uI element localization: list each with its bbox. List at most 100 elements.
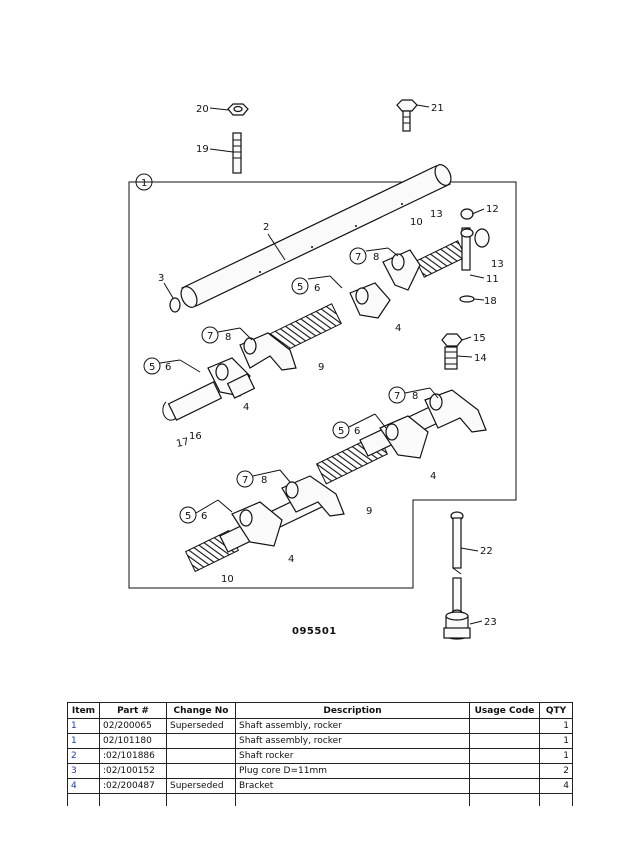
table-row: 2 :02/101886 Shaft rocker 1 (67, 748, 573, 764)
callout-23: 23 (484, 617, 497, 628)
usage-code-cell (469, 718, 540, 734)
usage-code-cell (469, 778, 540, 794)
table-header-row: Item Part # Change No Description Usage … (67, 702, 573, 719)
push-rod-part-22 (450, 511, 464, 617)
callout-8-upper-left: 8 (225, 332, 231, 343)
bolt-part-14 (441, 333, 463, 370)
table-row: 3 :02/100152 Plug core D=11mm 2 (67, 763, 573, 779)
usage-code-cell (469, 733, 540, 749)
callout-13-upper: 13 (430, 209, 443, 220)
callout-5-upper-left: 5 (149, 362, 155, 373)
change-no-cell (166, 748, 236, 764)
circlip-part-17 (162, 401, 177, 421)
callout-4-upper-left: 4 (243, 402, 249, 413)
callout-20: 20 (196, 104, 209, 115)
callout-7-lower-right: 7 (394, 391, 400, 402)
callout-8-upper-right: 8 (373, 252, 379, 263)
header-part-number: Part # (99, 702, 167, 719)
callout-9-lower: 9 (366, 506, 372, 517)
rocker-and-bracket-upper-left (207, 332, 297, 399)
qty-cell: 4 (539, 778, 573, 794)
item-link[interactable]: 4 (71, 781, 77, 791)
rocker-and-bracket-lower-right (379, 389, 487, 459)
header-change-no: Change No (166, 702, 236, 719)
change-no-cell (166, 763, 236, 779)
qty-cell: 1 (539, 733, 573, 749)
callout-7-upper-left: 7 (207, 331, 213, 342)
qty-cell: 2 (539, 763, 573, 779)
header-item: Item (67, 702, 100, 719)
spring-part-10-upper (415, 240, 467, 278)
description-cell: Bracket (235, 778, 470, 794)
rocker-shaft-part-2 (180, 164, 452, 308)
callout-6-upper-mid: 6 (314, 283, 320, 294)
rocker-and-bracket-lower-left (231, 475, 345, 547)
part-number-cell: :02/100152 (99, 763, 167, 779)
qty-cell: 1 (539, 718, 573, 734)
table-row: 4 :02/200487 Superseded Bracket 4 (67, 778, 573, 794)
change-no-cell: Superseded (166, 718, 236, 734)
callout-16: 16 (189, 431, 202, 442)
item-link[interactable]: 3 (71, 766, 77, 776)
exploded-parts-diagram: 20 19 21 1 2 3 7 8 10 13 12 13 11 18 5 6… (128, 99, 517, 640)
table-row: 1 02/101180 Shaft assembly, rocker 1 (67, 733, 573, 749)
callout-11: 11 (486, 274, 499, 285)
item-link[interactable]: 1 (71, 721, 77, 731)
figure-code: 095501 (292, 626, 337, 637)
callout-4-upper-mid: 4 (395, 323, 401, 334)
table-row: 1 02/200065 Superseded Shaft assembly, r… (67, 718, 573, 734)
nut-part-20 (227, 103, 249, 116)
change-no-cell (166, 733, 236, 749)
callout-9-upper: 9 (318, 362, 324, 373)
header-description: Description (235, 702, 470, 719)
callout-14: 14 (474, 353, 487, 364)
assembly-outline (128, 181, 517, 589)
circled-callouts (135, 173, 406, 524)
qty-cell: 1 (539, 748, 573, 764)
part-number-cell: :02/200487 (99, 778, 167, 794)
callout-8-lower-right: 8 (412, 391, 418, 402)
description-cell: Shaft rocker (235, 748, 470, 764)
stud-part-19 (232, 132, 242, 174)
callout-19: 19 (196, 144, 209, 155)
tappet-part-23 (443, 611, 471, 640)
callout-7-lower-left: 7 (242, 475, 248, 486)
callout-5-upper-mid: 5 (297, 282, 303, 293)
plug-part-3 (169, 297, 181, 313)
callout-22: 22 (480, 546, 493, 557)
part-number-cell: :02/101886 (99, 748, 167, 764)
callout-5-lower-left: 5 (185, 511, 191, 522)
callout-6-lower-right: 6 (354, 426, 360, 437)
description-cell: Shaft assembly, rocker (235, 718, 470, 734)
usage-code-cell (469, 748, 540, 764)
spacer-upper-left (167, 381, 223, 421)
description-cell: Shaft assembly, rocker (235, 733, 470, 749)
adjuster-screw-part-11 (459, 208, 490, 303)
callout-labels: 20 19 21 1 2 3 7 8 10 13 12 13 11 18 5 6… (141, 103, 504, 628)
callout-8-lower-left: 8 (261, 475, 267, 486)
header-qty: QTY (539, 702, 573, 719)
part-number-cell: 02/101180 (99, 733, 167, 749)
callout-4-lower-left: 4 (288, 554, 294, 565)
callout-13-lower: 13 (491, 259, 504, 270)
callout-18: 18 (484, 296, 497, 307)
item-link[interactable]: 1 (71, 736, 77, 746)
item-link[interactable]: 2 (71, 751, 77, 761)
callout-5-lower-right: 5 (338, 426, 344, 437)
callout-2: 2 (263, 222, 269, 233)
change-no-cell: Superseded (166, 778, 236, 794)
description-cell: Plug core D=11mm (235, 763, 470, 779)
callout-21: 21 (431, 103, 444, 114)
callout-6-lower-left: 6 (201, 511, 207, 522)
usage-code-cell (469, 763, 540, 779)
callout-6-upper-left: 6 (165, 362, 171, 373)
callout-15: 15 (473, 333, 486, 344)
callout-3: 3 (158, 273, 164, 284)
rocker-and-bracket-upper-right (349, 249, 421, 319)
callout-10-lower: 10 (221, 574, 234, 585)
parts-table: Item Part # Change No Description Usage … (67, 702, 573, 806)
callout-7-upper-right: 7 (355, 252, 361, 263)
callout-4-lower-right: 4 (430, 471, 436, 482)
callout-1: 1 (141, 178, 147, 189)
table-row-empty (67, 793, 573, 806)
